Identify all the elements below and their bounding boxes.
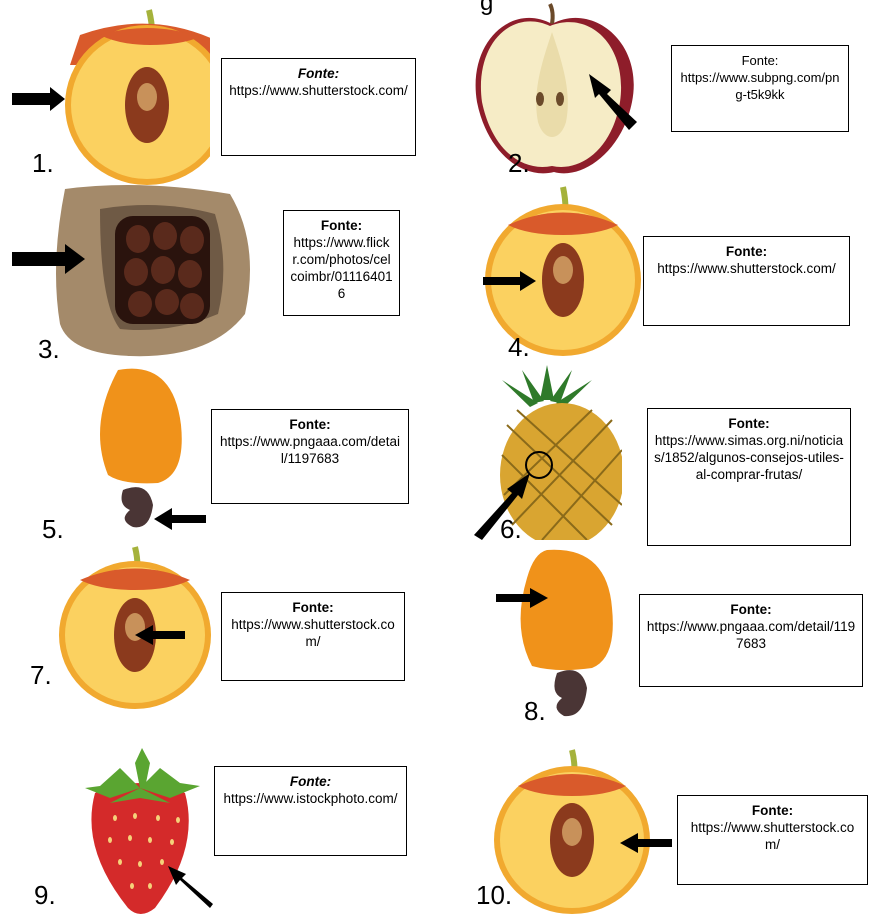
source-label: Fonte: [650, 243, 843, 260]
figure-5 [88, 365, 213, 535]
source-url: https://www.flickr.com/photos/celcoimbr/… [290, 234, 393, 302]
brazil-nut-pod-icon [10, 184, 255, 359]
figure-8 [492, 548, 622, 723]
source-box-6: Fonte: https://www.simas.org.ni/noticias… [647, 408, 851, 546]
item-number-6: 6. [500, 516, 522, 542]
item-number-8: 8. [524, 698, 546, 724]
source-label: Fonte: [684, 802, 861, 819]
source-label: Fonte: [228, 599, 398, 616]
source-box-5: Fonte: https://www.pngaaa.com/detail/119… [211, 409, 409, 504]
item-number-5: 5. [42, 516, 64, 542]
source-box-4: Fonte: https://www.shutterstock.com/ [643, 236, 850, 326]
source-url: https://www.pngaaa.com/detail/1197683 [218, 433, 402, 467]
source-url: https://www.shutterstock.com/ [650, 260, 843, 277]
strawberry-icon [80, 748, 215, 918]
source-box-9: Fonte: https://www.istockphoto.com/ [214, 766, 407, 856]
item-number-2: 2. [508, 150, 530, 176]
source-label: Fonte: [646, 601, 856, 618]
source-label: Fonte: [221, 773, 400, 790]
source-url: https://www.shutterstock.com/ [684, 819, 861, 853]
peach-half-icon [478, 185, 648, 360]
cashew-fruit-icon [88, 365, 213, 535]
source-label: Fonte: [290, 217, 393, 234]
cashew-fruit-icon [492, 548, 622, 723]
source-box-2: Fonte: https://www.subpng.com/png-t5k9kk [671, 45, 849, 132]
item-number-7: 7. [30, 662, 52, 688]
source-url: https://www.shutterstock.com/ [228, 616, 398, 650]
source-url: https://www.istockphoto.com/ [221, 790, 400, 807]
source-box-8: Fonte: https://www.pngaaa.com/detail/119… [639, 594, 863, 687]
source-label: Fonte: [654, 415, 844, 432]
source-url: https://www.subpng.com/png-t5k9kk [678, 69, 842, 103]
source-box-3: Fonte: https://www.flickr.com/photos/cel… [283, 210, 400, 316]
source-url: https://www.pngaaa.com/detail/1197683 [646, 618, 856, 652]
figure-3 [10, 184, 255, 359]
figure-7 [55, 545, 215, 715]
source-url: https://www.simas.org.ni/noticias/1852/a… [654, 432, 844, 483]
figure-2 [472, 2, 652, 180]
pineapple-icon [472, 365, 622, 540]
source-label: Fonte: [228, 65, 409, 82]
apple-half-icon [472, 2, 652, 180]
source-box-1: Fonte: https://www.shutterstock.com/ [221, 58, 416, 156]
figure-9 [80, 748, 215, 918]
peach-half-icon [55, 545, 215, 715]
figure-4 [478, 185, 648, 360]
item-number-10: 10. [476, 882, 512, 908]
source-box-7: Fonte: https://www.shutterstock.com/ [221, 592, 405, 681]
source-box-10: Fonte: https://www.shutterstock.com/ [677, 795, 868, 885]
figure-10 [490, 748, 685, 916]
source-label: Fonte: [218, 416, 402, 433]
item-number-9: 9. [34, 882, 56, 908]
figure-6 [472, 365, 622, 540]
source-url: https://www.shutterstock.com/ [228, 82, 409, 99]
item-number-4: 4. [508, 334, 530, 360]
item-number-3: 3. [38, 336, 60, 362]
peach-half-icon [490, 748, 685, 916]
item-number-1: 1. [32, 150, 54, 176]
source-label: Fonte: [678, 52, 842, 69]
